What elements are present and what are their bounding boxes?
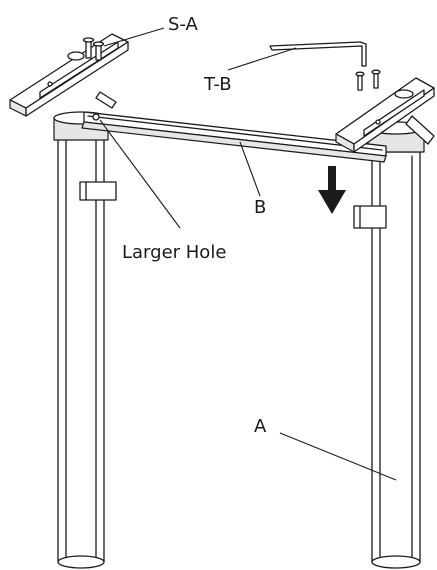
allen-wrench [269,41,367,67]
screws-left [82,37,105,61]
screws-right [355,69,381,91]
label-crossbar-b: B [254,197,266,218]
right-leg [353,115,435,569]
leader-s-a [103,27,165,47]
left-leg [53,91,117,569]
label-screw-s-a: S-A [168,14,199,35]
label-larger-hole: Larger Hole [122,242,226,263]
label-leg-a: A [254,416,267,437]
leader-larger-hole [99,119,181,229]
right-top-bracket [335,77,435,153]
leader-b [239,141,261,197]
down-arrow-icon [318,166,346,214]
leader-t-b [227,47,297,71]
leader-a [279,432,397,481]
crossbar [81,111,387,163]
label-tool-t-b: T-B [203,74,232,95]
